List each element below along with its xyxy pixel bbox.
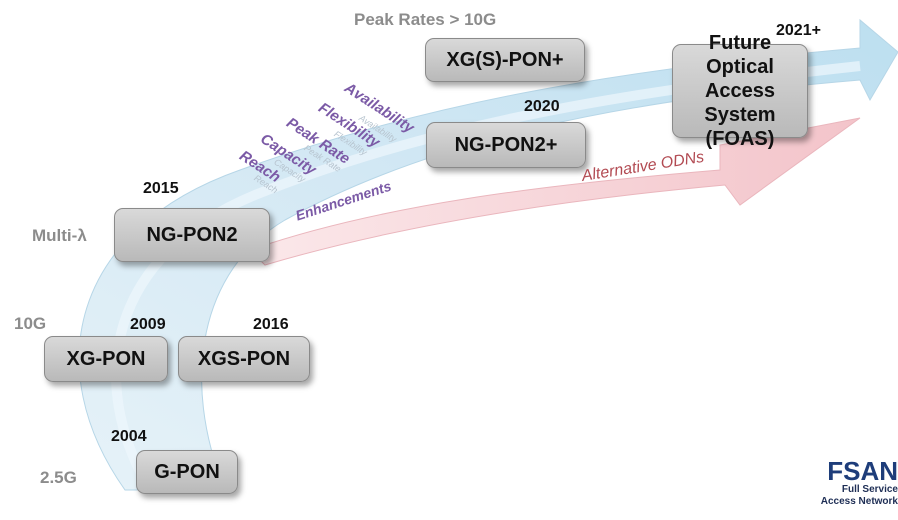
fsan-logo: FSAN Full Service Access Network bbox=[820, 458, 898, 508]
ng-pon2-plus-label: NG-PON2+ bbox=[454, 133, 558, 156]
fsan-logo-line-2: Access Network bbox=[820, 496, 898, 507]
xgs-pon-box: XGS-PON bbox=[178, 336, 310, 382]
ng-pon2-label: NG-PON2 bbox=[146, 223, 238, 246]
fsan-logo-title: FSAN bbox=[827, 456, 898, 486]
g-pon-label: G-PON bbox=[154, 460, 220, 483]
year-2004-label: 2004 bbox=[111, 428, 147, 445]
xgs-pon-label: XGS-PON bbox=[197, 347, 291, 370]
fsan-logo-line-1: Full Service bbox=[841, 484, 898, 495]
xg-pon-label: XG-PON bbox=[66, 347, 146, 370]
rate-2-5g-label: 2.5G bbox=[40, 468, 77, 487]
xgs-pon-plus-label: XG(S)-PON+ bbox=[446, 48, 564, 71]
foas-line-2: Access System bbox=[704, 80, 776, 126]
peak-rates-label: Peak Rates > 10G bbox=[354, 10, 497, 29]
year-2021-label: 2021+ bbox=[776, 22, 821, 39]
year-2016-label: 2016 bbox=[253, 316, 289, 333]
rate-10g-label: 10G bbox=[14, 314, 47, 333]
year-2009-label: 2009 bbox=[130, 316, 166, 333]
ng-pon2-box: NG-PON2 bbox=[114, 208, 270, 262]
foas-box: Future Optical Access System (FOAS) bbox=[672, 32, 808, 150]
ng-pon2-plus-box: NG-PON2+ bbox=[426, 122, 586, 168]
alternative-odn-arrow bbox=[249, 117, 861, 266]
multi-lambda-label: Multi-λ bbox=[32, 226, 87, 245]
foas-line-1: Future Optical bbox=[706, 32, 774, 78]
xg-pon-box: XG-PON bbox=[44, 336, 168, 382]
year-2015-label: 2015 bbox=[143, 180, 179, 197]
g-pon-box: G-PON bbox=[136, 450, 238, 494]
xgs-pon-plus-box: XG(S)-PON+ bbox=[425, 38, 585, 82]
year-2020-label: 2020 bbox=[524, 98, 560, 115]
foas-line-3: (FOAS) bbox=[705, 128, 775, 150]
